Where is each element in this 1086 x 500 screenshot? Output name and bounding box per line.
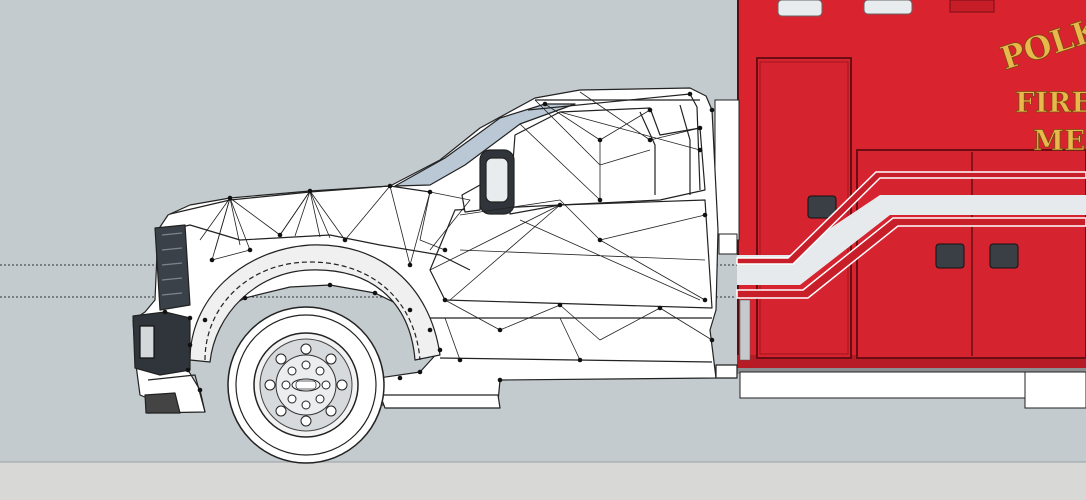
lug-nuts (264, 343, 348, 427)
door-handle (807, 195, 837, 219)
windshield (394, 103, 576, 187)
mesh-vertices (162, 91, 715, 393)
stripe-red-lower (736, 217, 1086, 299)
front-wheel (227, 306, 385, 464)
box-lettering-line2: FIRE (1015, 86, 1086, 119)
door-handle (935, 243, 965, 269)
compartment-door (756, 57, 852, 359)
stripe-white (737, 195, 1086, 285)
grille (154, 224, 191, 311)
fender-flare (189, 244, 441, 363)
marker-light (863, 0, 913, 15)
stripe-red-upper (736, 171, 1086, 265)
box-lettering-line3: ME (1033, 124, 1085, 157)
marker-light (777, 0, 823, 17)
ground-plane (0, 462, 1086, 500)
cab-wireframe (132, 87, 738, 414)
ambulance-box: POLK FIRE ME (736, 0, 1086, 409)
door-handle (989, 243, 1019, 269)
cab-box-connector (714, 99, 740, 241)
step-rail (379, 394, 501, 409)
